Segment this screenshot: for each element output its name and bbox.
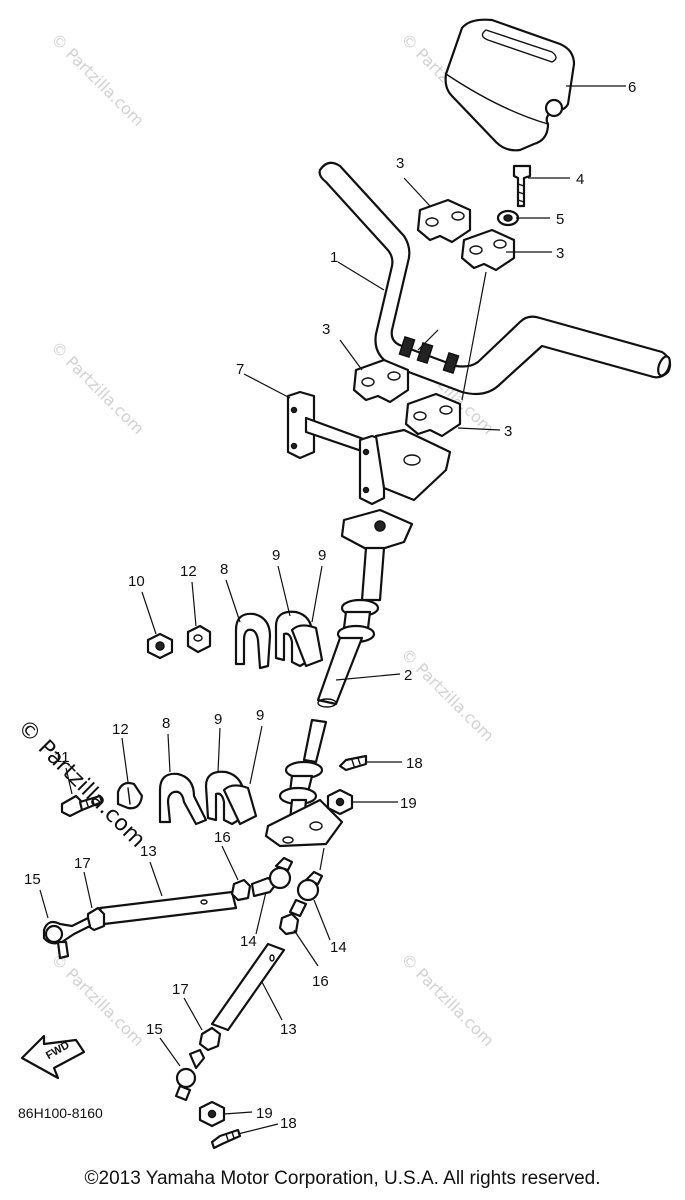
handlebar-cover-part-6[interactable] (444, 18, 576, 152)
watermarks: © Partzilla.com © Partzilla.com © Partzi… (47, 29, 498, 1050)
nut-part-17[interactable] (198, 1026, 222, 1052)
nut-part-19[interactable] (198, 1100, 226, 1128)
collar-part-12[interactable] (116, 781, 144, 810)
bracket-part-7[interactable] (286, 390, 452, 506)
bolt-part-11[interactable] (60, 794, 104, 818)
callout-15: 15 (24, 871, 41, 888)
callout-3: 3 (396, 155, 404, 172)
callout-9: 9 (256, 707, 264, 724)
callout-12: 12 (112, 721, 129, 738)
collar-part-12[interactable] (186, 624, 212, 654)
callout-1: 1 (330, 249, 338, 266)
copyright-notice: ©2013 Yamaha Motor Corporation, U.S.A. A… (84, 1168, 601, 1189)
callout-16: 16 (214, 829, 231, 846)
callout-8: 8 (162, 715, 170, 732)
lower-holder-part-3[interactable] (404, 392, 462, 438)
callout-3: 3 (504, 423, 512, 440)
callout-14: 14 (240, 933, 257, 950)
callout-9: 9 (272, 547, 280, 564)
callout-10: 10 (128, 573, 145, 590)
bushing-part-9[interactable] (274, 610, 324, 668)
callout-8: 8 (220, 561, 228, 578)
watermark: © Partzilla.com (47, 949, 148, 1050)
steering-column-part-2[interactable] (264, 508, 414, 848)
tie-rod-end-part-15[interactable] (42, 916, 92, 960)
callout-9: 9 (318, 547, 326, 564)
callout-7: 7 (236, 361, 244, 378)
handlebar-part-1[interactable] (318, 161, 673, 396)
callout-13: 13 (280, 1021, 297, 1038)
callout-19: 19 (400, 795, 417, 812)
screw-part-18[interactable] (338, 754, 368, 772)
callout-9: 9 (214, 711, 222, 728)
nut-part-10[interactable] (146, 632, 174, 660)
leader-lines (39, 85, 626, 1135)
callout-3: 3 (556, 245, 564, 262)
callout-2: 2 (404, 667, 412, 684)
callout-17: 17 (172, 981, 189, 998)
callout-18: 18 (406, 755, 423, 772)
tie-rod-end-part-14[interactable] (250, 856, 294, 898)
clamp-part-8[interactable] (234, 612, 272, 670)
watermark: © Partzilla.com (397, 644, 498, 745)
nut-part-16[interactable] (230, 878, 252, 902)
bushing-part-9[interactable] (204, 770, 258, 826)
callout-17: 17 (74, 855, 91, 872)
callout-11: 11 (54, 749, 70, 766)
callout-6: 6 (628, 79, 636, 96)
watermark: © Partzilla.com (47, 29, 148, 130)
tie-rod-part-13[interactable] (210, 942, 286, 1032)
callout-12: 12 (180, 563, 197, 580)
callout-5: 5 (556, 211, 564, 228)
tie-rod-end-part-14[interactable] (288, 870, 324, 918)
upper-holder-part-3[interactable] (460, 228, 516, 272)
callouts: 6 4 5 3 3 1 3 3 7 2 10 12 8 9 9 11 12 8 … (24, 79, 636, 1132)
nut-part-19[interactable] (326, 788, 354, 816)
lower-holder-part-3[interactable] (352, 358, 410, 404)
bolt-part-4[interactable] (512, 164, 532, 208)
clamp-part-8[interactable] (158, 772, 208, 826)
callout-3: 3 (322, 321, 330, 338)
watermark: © Partzilla.com (397, 949, 498, 1050)
callout-18: 18 (280, 1115, 297, 1132)
fwd-arrow-icon: FWD (20, 1034, 86, 1080)
upper-holder-part-3[interactable] (416, 198, 472, 244)
reference-code: 86H100-8160 (18, 1105, 103, 1121)
washer-part-5[interactable] (496, 209, 520, 227)
callout-14: 14 (330, 939, 347, 956)
callout-13: 13 (140, 843, 157, 860)
callout-15: 15 (146, 1021, 163, 1038)
tie-rod-part-13[interactable] (98, 890, 238, 926)
callout-4: 4 (576, 171, 584, 188)
screw-part-18[interactable] (210, 1128, 242, 1150)
tie-rod-end-part-15[interactable] (174, 1048, 206, 1102)
callout-16: 16 (312, 973, 329, 990)
watermark: © Partzilla.com (47, 337, 148, 438)
callout-19: 19 (256, 1105, 273, 1122)
